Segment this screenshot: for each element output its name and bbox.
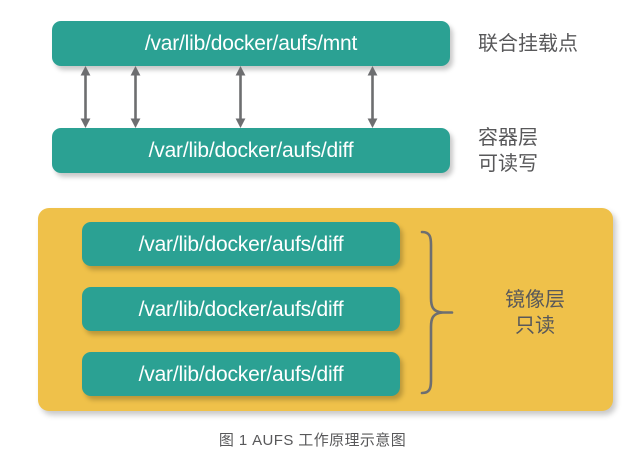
union-mount-path-label: /var/lib/docker/aufs/mnt [144, 32, 358, 55]
double-headed-arrow-icon-3 [234, 66, 247, 128]
curly-brace-icon [416, 230, 456, 395]
image-layer-box-3: /var/lib/docker/aufs/diff [82, 352, 400, 396]
image-layer-path-label-3: /var/lib/docker/aufs/diff [138, 362, 344, 386]
image-layer-box-1: /var/lib/docker/aufs/diff [82, 222, 400, 266]
union-mount-box: /var/lib/docker/aufs/mnt [52, 21, 450, 66]
double-headed-arrow-icon-1 [79, 66, 92, 128]
container-layer-box: /var/lib/docker/aufs/diff [52, 128, 450, 173]
double-headed-arrow-icon-2 [129, 66, 142, 128]
union-mount-side-label: 联合挂载点 [478, 33, 578, 55]
figure-caption: 图 1 AUFS 工作原理示意图 [218, 432, 407, 449]
image-layer-side-label: 镜像层 只读 [505, 289, 565, 337]
double-headed-arrow-icon-4 [366, 66, 379, 128]
image-layer-path-label-1: /var/lib/docker/aufs/diff [138, 232, 344, 256]
image-layer-path-label-2: /var/lib/docker/aufs/diff [138, 297, 344, 321]
image-layer-box-2: /var/lib/docker/aufs/diff [82, 287, 400, 331]
container-layer-side-label: 容器层 可读写 [478, 127, 538, 175]
container-layer-path-label: /var/lib/docker/aufs/diff [148, 139, 354, 162]
